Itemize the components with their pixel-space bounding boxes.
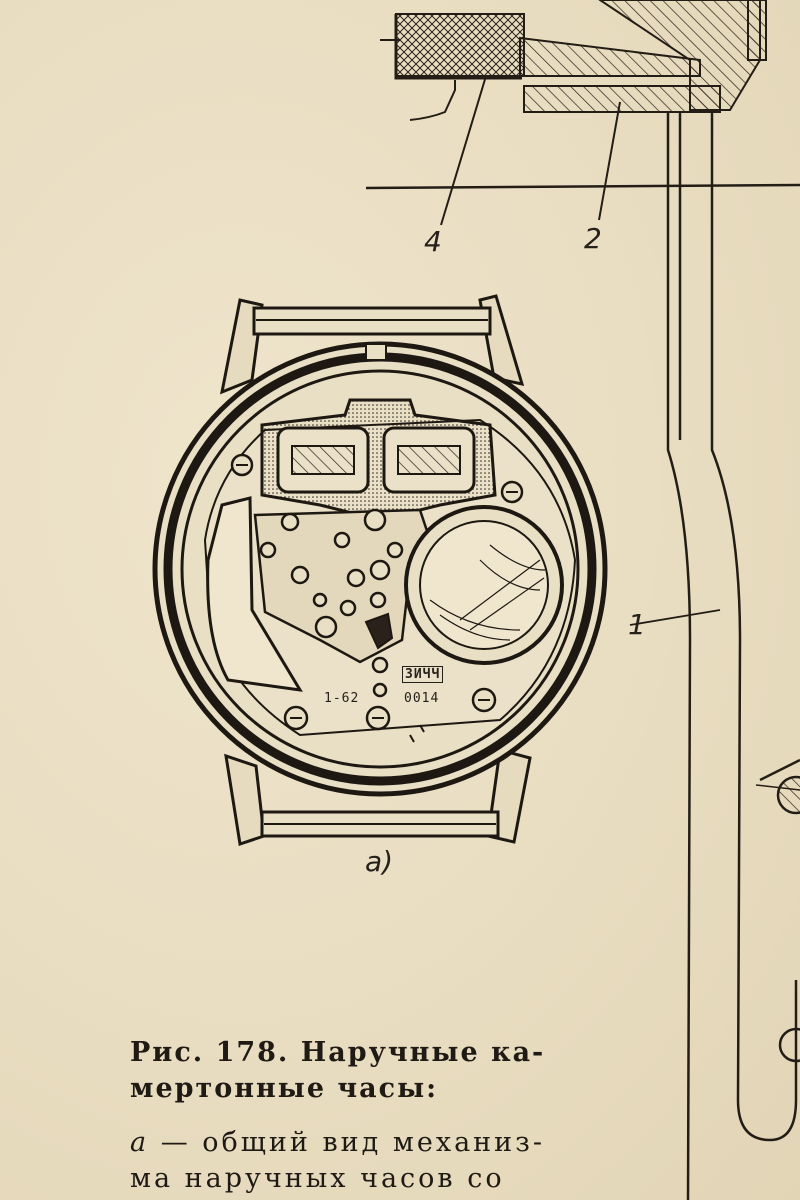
movement-serial-right: 0014 xyxy=(404,691,440,706)
caption-item-text: — общий вид механиз- xyxy=(149,1127,546,1158)
part-label-1: 1 xyxy=(628,608,646,641)
cross-section-drawing xyxy=(365,0,800,226)
case-profile-drawing xyxy=(629,112,800,1200)
caption-title-line-2: мертонные часы: xyxy=(130,1073,439,1104)
caption-title-line-1: Рис. 178. Наручные ка- xyxy=(130,1037,546,1068)
movement-logo: ЗИЧЧ xyxy=(402,666,444,683)
figure-caption: Рис. 178. Наручные ка- мертонные часы: а… xyxy=(130,1035,610,1197)
caption-body-line-2: ма наручных часов со xyxy=(130,1163,505,1194)
part-label-2: 2 xyxy=(584,222,602,255)
part-label-4: 4 xyxy=(424,225,442,258)
caption-body-line-1: а — общий вид механиз- xyxy=(130,1125,610,1161)
subfigure-label-a: а) xyxy=(365,845,394,878)
caption-body: а — общий вид механиз- ма наручных часов… xyxy=(130,1125,610,1197)
watch-drawing xyxy=(152,294,608,846)
movement-serial-left: 1-62 xyxy=(324,691,360,706)
caption-item-letter: а xyxy=(130,1127,150,1158)
